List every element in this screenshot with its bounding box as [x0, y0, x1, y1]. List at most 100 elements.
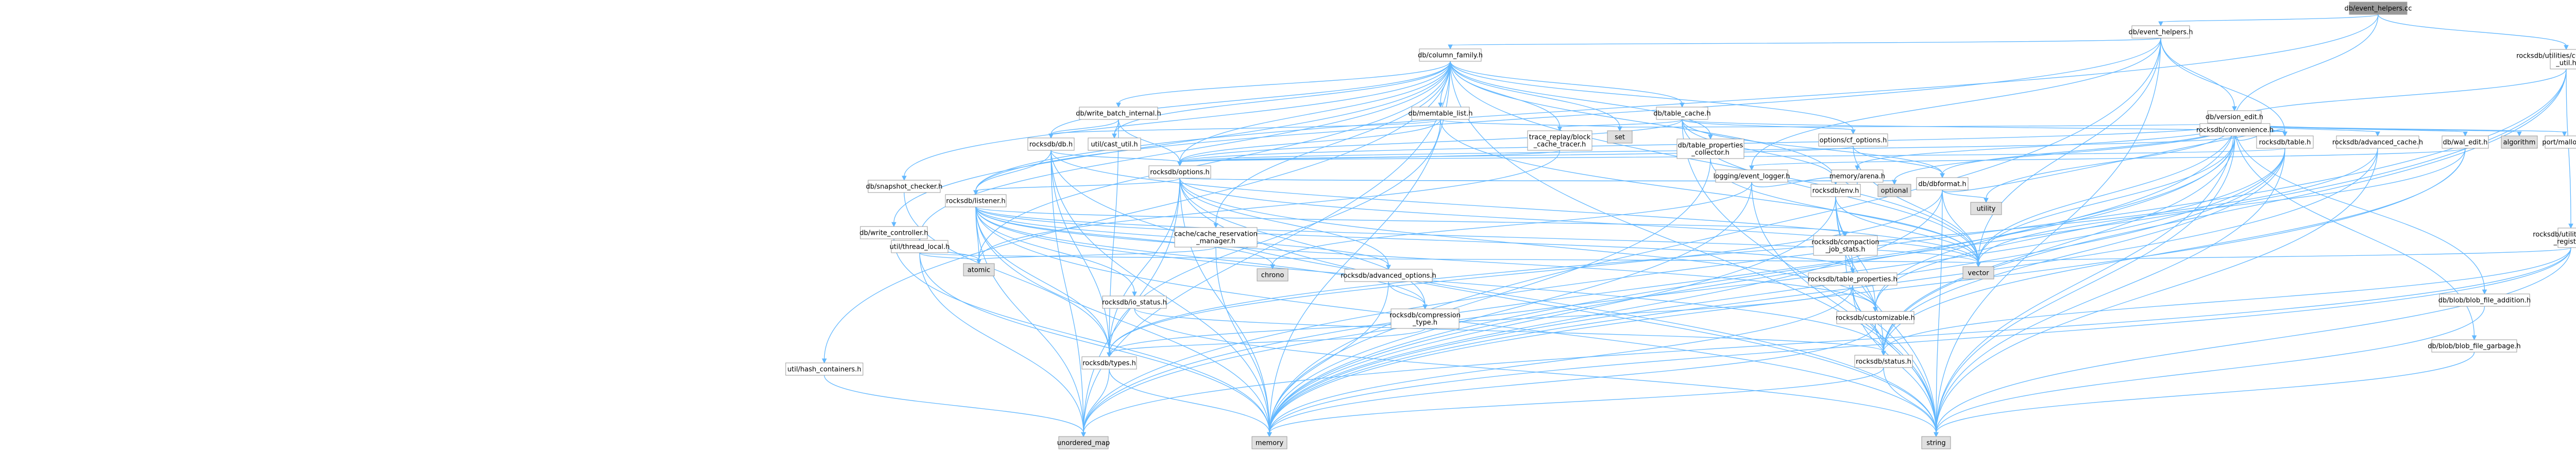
node-customizable-h[interactable]: rocksdb/customizable.h	[1836, 311, 1915, 324]
node-rocksdb-types-h[interactable]: rocksdb/types.h	[1081, 356, 1137, 370]
node-object-registry-h[interactable]: rocksdb/utilities/object_registry.h	[2533, 228, 2576, 248]
node-rocksdb-options-h[interactable]: rocksdb/options.h	[1148, 165, 1211, 179]
node-cast-util-h[interactable]: util/cast_util.h	[1088, 137, 1141, 151]
dependency-edge	[975, 206, 1273, 266]
dependency-edge	[975, 206, 1979, 264]
dependency-edge	[1852, 285, 1876, 308]
node-compression-type-h[interactable]: rocksdb/compression_type.h	[1389, 308, 1461, 329]
node-customizable-util-h[interactable]: rocksdb/utilities/customizable_util.h	[2516, 49, 2576, 69]
node-label: rocksdb/table_properties.h	[1808, 276, 1897, 284]
node-io-status-h[interactable]: rocksdb/io_status.h	[1102, 295, 1167, 309]
node-blob-file-garbage-h[interactable]: db/blob/blob_file_garbage.h	[2428, 339, 2521, 353]
dependency-edge	[1269, 148, 2285, 433]
node-write-controller-h[interactable]: db/write_controller.h	[859, 226, 928, 239]
dependency-edge	[1269, 123, 2235, 433]
dependency-edge	[1450, 38, 2161, 46]
node-cache-reservation-h[interactable]: cache/cache_reservation_manager.h	[1174, 227, 1258, 248]
dependency-edge	[1936, 247, 2571, 433]
node-label: rocksdb/status.h	[1856, 358, 1911, 366]
dependency-edge	[1083, 148, 2285, 433]
node-box	[1607, 130, 1633, 144]
node-memory-arena-h[interactable]: memory/arena.h	[1829, 169, 1885, 183]
node-rocksdb-table-h[interactable]: rocksdb/table.h	[2256, 135, 2314, 149]
dependency-edge	[975, 178, 1180, 191]
dependency-edge	[1269, 323, 1876, 433]
node-label: memory/arena.h	[1829, 173, 1885, 181]
dependency-edge	[1269, 281, 1389, 433]
node-compaction-job-stats-h[interactable]: rocksdb/compaction_job_stats.h	[1811, 235, 1879, 256]
dependency-edge	[1179, 146, 1854, 163]
node-write-batch-internal-h[interactable]: db/write_batch_internal.h	[1076, 107, 1161, 120]
node-logging-event-logger-h[interactable]: logging/event_logger.h	[1714, 169, 1790, 183]
edge-arrowhead	[1940, 173, 1945, 179]
node-label: rocksdb/advanced_options.h	[1341, 272, 1436, 280]
node-convenience-h[interactable]: rocksdb/convenience.h	[2196, 123, 2274, 136]
node-box	[1831, 169, 1884, 183]
node-box	[1916, 177, 1969, 190]
dependency-edge	[1936, 148, 2378, 433]
node-box	[1148, 165, 1211, 179]
dependency-edge	[1835, 196, 1853, 270]
dependency-edge	[1751, 148, 2466, 167]
dependency-edge	[1050, 150, 1937, 433]
node-event-helpers-h[interactable]: db/event_helpers.h	[2129, 25, 2193, 39]
node-dbformat-h[interactable]: db/dbformat.h	[1916, 177, 1969, 190]
edge-arrowhead	[1386, 265, 1391, 270]
node-box	[1854, 355, 1913, 368]
dependency-edge	[1751, 182, 1937, 433]
node-options-cf-h[interactable]: options/cf_options.h	[1818, 133, 1888, 147]
dependency-edge	[919, 61, 1451, 237]
node-hash-containers-h[interactable]: util/hash_containers.h	[785, 362, 863, 376]
node-box	[1921, 436, 1951, 449]
dependency-edge	[1388, 281, 1426, 306]
node-table-cache-h[interactable]: db/table_cache.h	[1653, 107, 1711, 120]
edge-arrowhead	[1881, 351, 1886, 356]
node-box	[2349, 2, 2408, 15]
node-utility: utility	[1970, 202, 2002, 215]
dependency-edge	[1875, 148, 2285, 308]
dependency-edge	[1942, 189, 1979, 264]
node-blob-file-addition-h[interactable]: db/blob/blob_file_addition.h	[2438, 293, 2531, 307]
node-memtable-list-h[interactable]: db/memtable_list.h	[1408, 107, 1473, 120]
node-rocksdb-db-h[interactable]: rocksdb/db.h	[1027, 137, 1075, 151]
dependency-edge	[975, 150, 1052, 191]
dependency-edge	[1114, 61, 1451, 135]
node-snapshot-checker-h[interactable]: db/snapshot_checker.h	[866, 180, 943, 193]
node-wal-edit-h[interactable]: db/wal_edit.h	[2442, 135, 2489, 149]
node-advanced-options-h[interactable]: rocksdb/advanced_options.h	[1341, 269, 1436, 282]
node-box	[2199, 123, 2270, 136]
dependency-edge	[978, 247, 1216, 260]
node-box	[1808, 272, 1897, 286]
node-box	[2550, 49, 2576, 69]
node-root[interactable]: db/event_helpers.cc	[2344, 2, 2412, 15]
node-label: db/dbformat.h	[1918, 181, 1966, 188]
dependency-edge	[1853, 146, 1979, 264]
node-label: db/blob/blob_file_garbage.h	[2428, 343, 2521, 351]
node-trace-replay-h[interactable]: trace_replay/block_cache_tracer.h	[1527, 130, 1592, 151]
node-box	[2131, 25, 2190, 39]
node-port-malloc-h[interactable]: port/malloc.h	[2542, 135, 2576, 149]
edge-arrowhead	[1934, 432, 1939, 438]
node-column-family-h[interactable]: db/column_family.h	[1418, 48, 1483, 62]
edge-arrowhead	[822, 358, 827, 364]
node-thread-local-h[interactable]: util/thread_local.h	[890, 240, 950, 253]
dependency-edge	[975, 206, 1846, 233]
dependency-edge	[1682, 119, 1854, 131]
edge-arrowhead	[1048, 133, 1054, 139]
edge-arrowhead	[1438, 102, 1443, 108]
edge-arrowhead	[1708, 134, 1713, 140]
node-table-properties-collector-h[interactable]: db/table_properties_collector.h	[1676, 138, 1744, 159]
node-advanced-cache-h[interactable]: rocksdb/advanced_cache.h	[2332, 135, 2423, 149]
dependency-edge	[1269, 247, 2571, 433]
node-version-edit-h[interactable]: db/version_edit.h	[2206, 110, 2263, 124]
node-table-properties-h[interactable]: rocksdb/table_properties.h	[1808, 272, 1897, 286]
dependency-edge	[1109, 119, 1441, 354]
dependency-edge	[1450, 61, 1683, 104]
node-rocksdb-listener-h[interactable]: rocksdb/listener.h	[945, 194, 1007, 207]
node-rocksdb-status-h[interactable]: rocksdb/status.h	[1854, 355, 1913, 368]
node-label: unordered_map	[1057, 440, 1110, 447]
node-box	[1970, 202, 2002, 215]
node-rocksdb-env-h[interactable]: rocksdb/env.h	[1810, 184, 1861, 197]
node-label: _job_stats.h	[1825, 246, 1866, 254]
